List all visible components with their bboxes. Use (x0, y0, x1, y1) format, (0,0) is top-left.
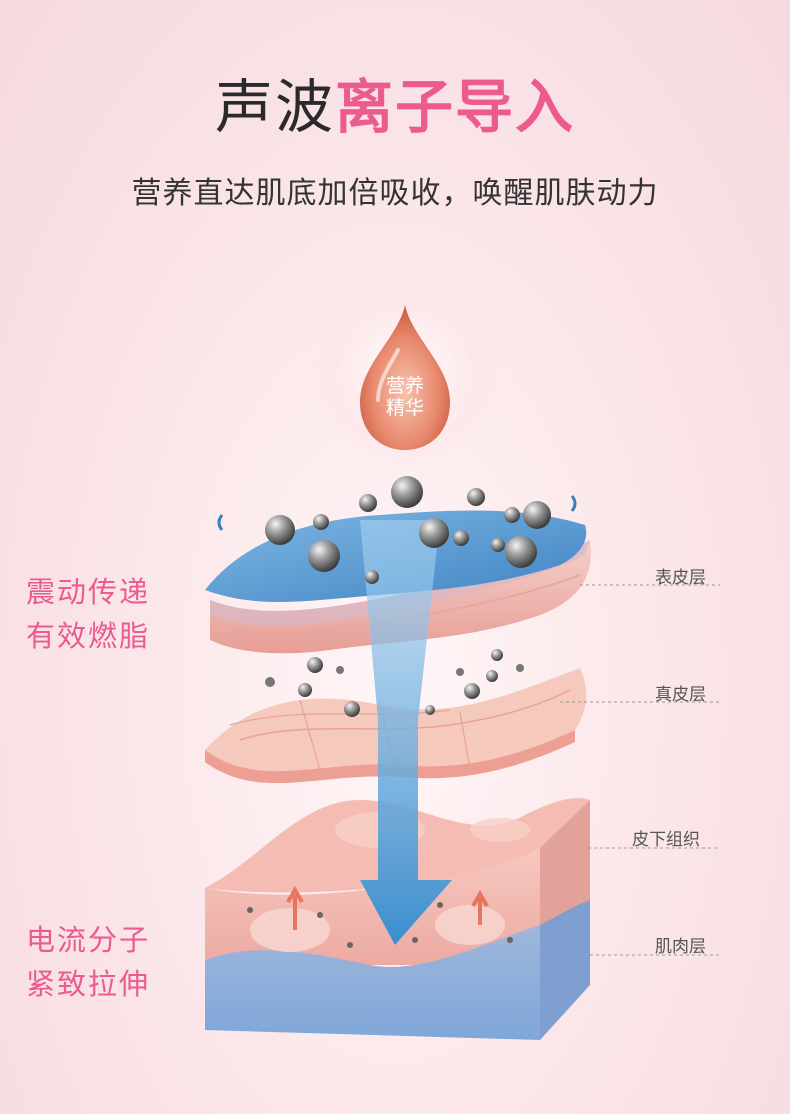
page-title: 声波离子导入 (0, 78, 790, 136)
left-label-bottom-line2: 紧致拉伸 (26, 967, 151, 1001)
left-label-vibration: 震动传递 有效燃脂 (26, 570, 150, 658)
ion-molecules (265, 476, 551, 717)
left-label-top-line1: 震动传递 (26, 575, 151, 609)
nutrient-flow-arrow (360, 520, 452, 945)
layer-label-muscle: 肌肉层 (655, 937, 706, 957)
left-label-current: 电流分子 紧致拉伸 (26, 918, 150, 1006)
title-part-2: 离子导入 (335, 73, 576, 141)
subtitle: 营养直达肌底加倍吸收，唤醒肌肤动力 (131, 176, 659, 211)
layer-label-dermis: 真皮层 (655, 685, 706, 705)
layer-leader-lines (560, 584, 720, 956)
drop-label-line1: 营养 (385, 375, 424, 397)
layer-label-epidermis: 表皮层 (655, 568, 706, 588)
drop-label-line2: 精华 (385, 397, 424, 419)
essence-drop-label: 营养 精华 (370, 375, 440, 419)
left-label-bottom-line1: 电流分子 (26, 923, 151, 957)
layer-label-subcutaneous: 皮下组织 (632, 830, 700, 850)
left-label-top-line2: 有效燃脂 (26, 619, 151, 653)
title-part-1: 声波 (214, 73, 335, 141)
essence-drop-icon (360, 305, 450, 450)
